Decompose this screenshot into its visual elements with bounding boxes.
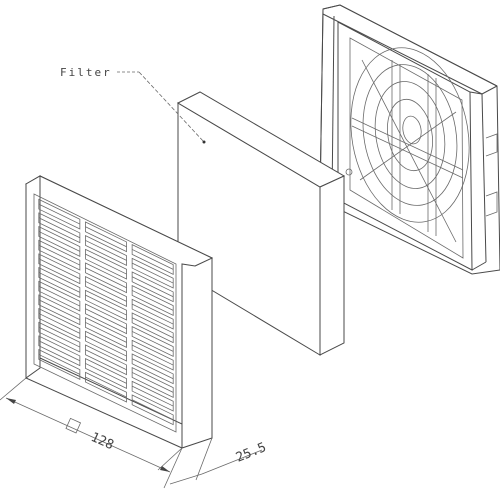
louver-slot xyxy=(85,330,127,362)
louver-blade xyxy=(131,399,174,421)
louver-blade xyxy=(85,349,127,371)
depth-dimension-value: 25.5 xyxy=(234,440,269,466)
louver-slot xyxy=(85,221,127,253)
louver-blade xyxy=(38,299,81,321)
louver-slot xyxy=(131,394,174,426)
louver-blade xyxy=(85,281,127,302)
louver-blade xyxy=(131,358,174,380)
louver-blade xyxy=(38,354,81,375)
louver-blade xyxy=(131,290,174,311)
louver-slot xyxy=(85,371,127,403)
louver-slot xyxy=(131,244,174,275)
louver-blade xyxy=(131,385,174,407)
louver-slot xyxy=(85,344,127,376)
louver-blade xyxy=(38,258,81,280)
louver-slot xyxy=(38,294,81,326)
louver-slot xyxy=(85,276,127,307)
square-symbol xyxy=(65,417,82,434)
filter-label: Filter xyxy=(60,66,112,79)
louver-slot xyxy=(131,298,174,330)
louver-slot xyxy=(38,212,81,244)
louver-blade xyxy=(38,231,81,252)
louver-slot xyxy=(38,198,81,230)
louver-blade xyxy=(85,363,127,384)
louver-blade xyxy=(85,308,127,330)
louver-blade xyxy=(85,294,127,316)
louver-blade xyxy=(131,344,174,366)
louver-slot xyxy=(131,353,174,385)
louver-slot xyxy=(38,267,81,298)
louver-slot xyxy=(38,321,81,353)
louver-slot xyxy=(38,226,81,257)
louver-slot xyxy=(85,303,127,335)
louver-blade xyxy=(131,249,174,270)
louver-blade xyxy=(131,331,174,352)
louver-blade xyxy=(38,272,81,293)
louver-slot xyxy=(85,289,127,321)
louver-slot xyxy=(131,271,174,303)
louver-slot xyxy=(131,367,174,398)
louver-slot xyxy=(38,308,81,339)
louver-slot xyxy=(38,280,81,312)
louver-blade xyxy=(131,317,174,339)
louver-blade xyxy=(85,322,127,343)
louver-slot xyxy=(85,248,127,280)
louver-blade xyxy=(85,253,127,275)
louver-blade xyxy=(85,240,127,261)
louver-blade xyxy=(85,335,127,357)
dimension-depth: 25.5 xyxy=(163,437,269,489)
louver-slot xyxy=(85,235,127,266)
louver-blade xyxy=(38,340,81,362)
louver-slot xyxy=(38,335,81,367)
filter-callout: Filter xyxy=(60,66,205,143)
filter-marker-dot xyxy=(202,140,206,144)
louvered-grille xyxy=(24,175,214,449)
louver-slot xyxy=(131,339,174,371)
louver-blade xyxy=(131,303,174,325)
louver-blade xyxy=(131,276,174,298)
grille-louvers xyxy=(38,198,174,426)
louver-blade xyxy=(38,244,81,266)
louver-slot xyxy=(38,349,81,380)
louver-blade xyxy=(38,326,81,348)
louver-blade xyxy=(85,226,127,248)
louver-blade xyxy=(131,372,174,393)
louver-slot xyxy=(85,262,127,294)
louver-blade xyxy=(85,267,127,289)
filter-pad xyxy=(176,91,346,356)
louver-slot xyxy=(38,239,81,271)
louver-blade xyxy=(38,203,81,225)
fan-guard-frame xyxy=(319,4,500,275)
louver-blade xyxy=(131,262,174,284)
louver-slot xyxy=(85,317,127,348)
louver-slot xyxy=(38,253,81,285)
louver-slot xyxy=(131,380,174,412)
louver-slot xyxy=(131,285,174,316)
louver-slot xyxy=(131,257,174,289)
louver-blade xyxy=(38,285,81,307)
louver-slot xyxy=(85,358,127,389)
louver-blade xyxy=(85,376,127,398)
louver-blade xyxy=(38,313,81,334)
louver-blade xyxy=(38,217,81,239)
width-dimension-value: 128 xyxy=(88,430,116,453)
louver-slot xyxy=(131,326,174,357)
louver-slot xyxy=(131,312,174,344)
